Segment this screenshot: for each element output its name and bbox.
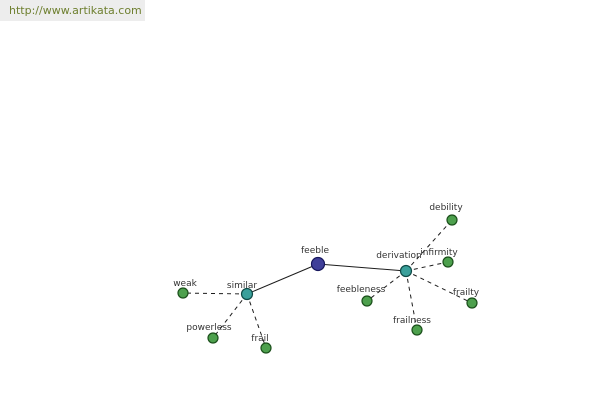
node-similar[interactable] xyxy=(240,287,254,301)
node-label-feebleness[interactable]: feebleness xyxy=(337,285,386,295)
node-infirmity[interactable] xyxy=(442,256,454,268)
edge-feeble-similar xyxy=(246,263,319,295)
node-debility[interactable] xyxy=(446,214,458,226)
node-powerless[interactable] xyxy=(207,332,219,344)
edge-feeble-derivation xyxy=(317,263,407,272)
node-label-feeble[interactable]: feeble xyxy=(301,246,329,256)
node-feebleness[interactable] xyxy=(361,295,373,307)
node-label-debility[interactable]: debility xyxy=(429,203,463,213)
edge-similar-powerless xyxy=(212,293,248,339)
edge-similar-weak xyxy=(182,292,248,295)
node-feeble[interactable] xyxy=(310,256,326,272)
node-derivation[interactable] xyxy=(399,264,413,278)
node-frail[interactable] xyxy=(260,342,272,354)
edge-derivation-frailty xyxy=(405,270,473,304)
edge-similar-frail xyxy=(246,293,267,349)
node-label-frailness[interactable]: frailness xyxy=(393,316,431,326)
node-label-similar[interactable]: similar xyxy=(227,281,257,291)
edge-derivation-debility xyxy=(405,219,453,272)
node-label-derivation[interactable]: derivation xyxy=(376,251,422,261)
node-label-frailty[interactable]: frailty xyxy=(453,288,480,298)
edge-derivation-feebleness xyxy=(366,270,407,302)
edge-derivation-frailness xyxy=(405,270,418,331)
site-url-label: http://www.artikata.com xyxy=(0,0,145,21)
node-label-frail[interactable]: frail xyxy=(251,334,268,344)
node-label-powerless[interactable]: powerless xyxy=(186,323,232,333)
node-frailness[interactable] xyxy=(411,324,423,336)
edge-derivation-infirmity xyxy=(405,261,449,272)
node-frailty[interactable] xyxy=(466,297,478,309)
node-weak[interactable] xyxy=(177,287,189,299)
node-label-infirmity[interactable]: infirmity xyxy=(420,248,458,258)
node-label-weak[interactable]: weak xyxy=(173,279,197,289)
